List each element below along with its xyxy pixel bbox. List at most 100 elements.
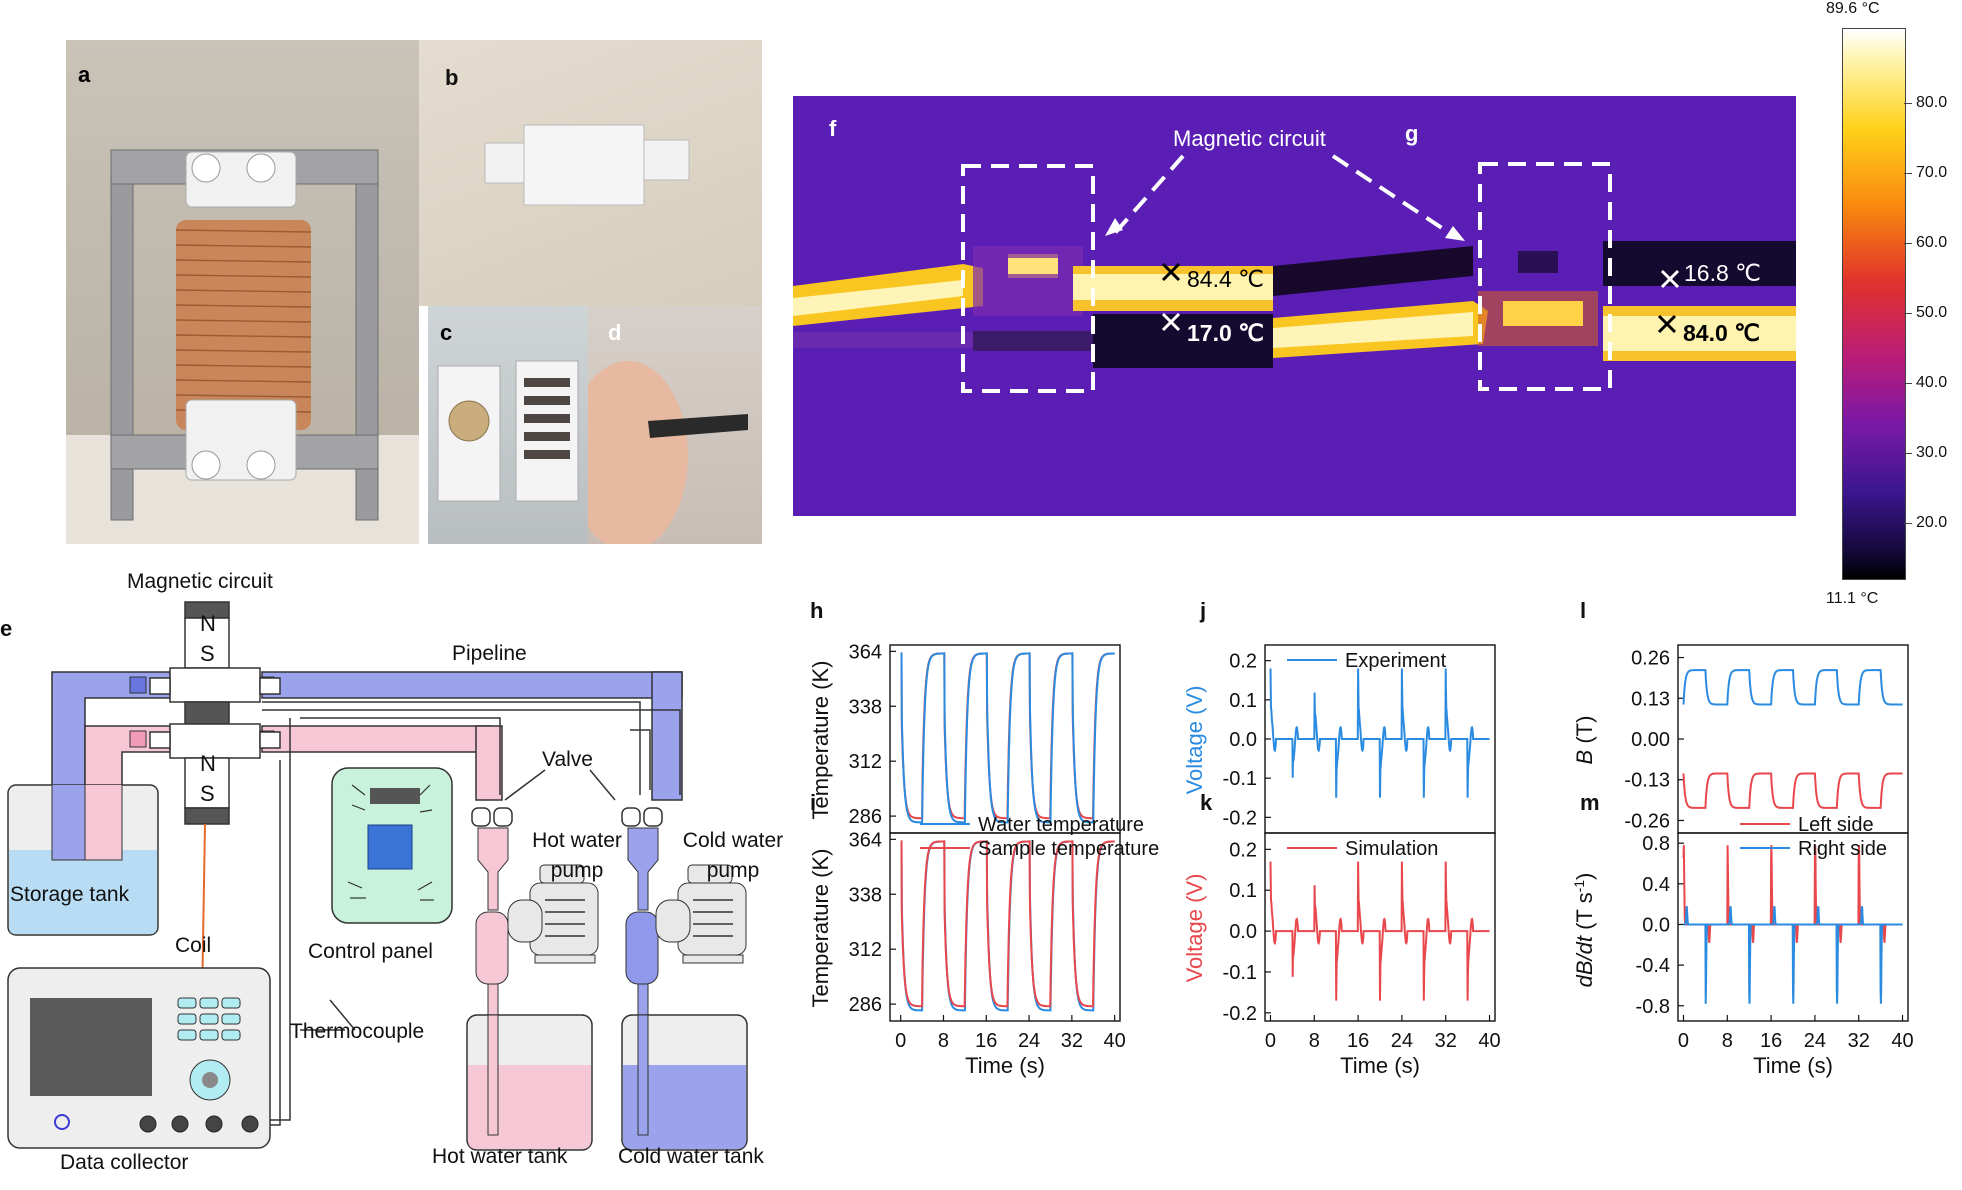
photo-a: a — [66, 40, 419, 544]
colorbar-tick: 60.0 — [1916, 234, 1948, 251]
cold-pump-housing — [625, 911, 659, 985]
legend-label-i: Sample temperature — [978, 838, 1159, 860]
hot-water-tank-label: Hot water tank — [432, 1145, 568, 1168]
coil-label: Coil — [175, 934, 212, 957]
thermal-g-illustration — [1273, 96, 1796, 516]
g-hot-temperature: 84.0 ℃ — [1683, 320, 1760, 346]
y-axis-label-l: B (T) — [1572, 716, 1597, 765]
y-tick-label-i: 364 — [849, 829, 882, 851]
x-tick-label-i: 16 — [975, 1030, 997, 1052]
x-axis-label-i: Time (s) — [965, 1053, 1045, 1078]
x-axis-label-m: Time (s) — [1753, 1053, 1833, 1078]
cold-water-tank-label: Cold water tank — [618, 1145, 764, 1168]
colorbar-tick: 30.0 — [1916, 444, 1948, 461]
y-tick-label-m: -0.4 — [1636, 955, 1670, 977]
thermal-overlay — [961, 154, 1680, 393]
sample-rod-illustration — [588, 361, 748, 544]
colorbar-tick: 80.0 — [1916, 94, 1948, 111]
magnetic-circuit-label: Magnetic circuit — [127, 570, 273, 593]
colorbar-tick: 50.0 — [1916, 304, 1948, 321]
y-tick-label-j: -0.2 — [1223, 807, 1257, 829]
x-tick-label-m: 32 — [1848, 1030, 1870, 1052]
y-tick-label-l: 0.00 — [1631, 729, 1670, 751]
colorbar-tick: 40.0 — [1916, 374, 1948, 391]
hot-pump-housing — [475, 911, 509, 985]
series-line-l-left — [1682, 772, 1903, 809]
x-tick-label-i: 40 — [1104, 1030, 1126, 1052]
x-tick-label-k: 24 — [1391, 1030, 1413, 1052]
panel-label-m: m — [1580, 790, 1600, 815]
thermal-image-g — [1273, 96, 1796, 516]
panel-label-d: d — [608, 320, 622, 345]
y-tick-label-l: 0.26 — [1631, 648, 1670, 670]
x-tick-label-m: 0 — [1678, 1030, 1689, 1052]
magnet-stack — [149, 601, 281, 825]
y-tick-label-k: -0.2 — [1223, 1003, 1257, 1025]
hot-water-pump-label: Hot water pump — [532, 829, 622, 882]
series-line-m-right — [1683, 906, 1903, 1004]
x-tick-label-i: 24 — [1018, 1030, 1040, 1052]
f-cold-temperature: 17.0 ℃ — [1187, 320, 1264, 346]
panel-label-j: j — [1199, 600, 1206, 623]
panel-label-h: h — [810, 600, 823, 623]
series-line-j — [1269, 668, 1490, 798]
x-tick-label-k: 8 — [1309, 1030, 1320, 1052]
y-tick-label-h: 286 — [849, 806, 882, 828]
x-tick-label-m: 16 — [1760, 1030, 1782, 1052]
y-axis-label-m: dB/dt (T s-1) — [1571, 873, 1597, 988]
y-tick-label-i: 338 — [849, 884, 882, 906]
y-tick-label-i: 312 — [849, 939, 882, 961]
y-tick-label-h: 364 — [849, 641, 882, 663]
series-line-l-right — [1682, 669, 1903, 706]
panel-label-i: i — [810, 790, 816, 815]
photo-b: b — [419, 40, 762, 306]
valve-label: Valve — [542, 748, 593, 771]
y-axis-label-h: Temperature (K) — [810, 661, 833, 820]
y-tick-label-k: 0.1 — [1229, 880, 1257, 902]
x-tick-label-i: 32 — [1061, 1030, 1083, 1052]
panel-label-g: g — [1405, 121, 1419, 146]
y-tick-label-h: 312 — [849, 751, 882, 773]
x-tick-label-k: 0 — [1265, 1030, 1276, 1052]
magnet-n-bottom: N — [200, 751, 216, 776]
arrow-to-g — [1331, 154, 1453, 236]
y-axis-label-k: Voltage (V) — [1182, 874, 1207, 983]
series-line-h-water — [900, 652, 1115, 824]
device-photo-illustration — [66, 149, 419, 544]
storage-water — [9, 850, 157, 934]
plot-frame-k — [1264, 832, 1496, 1022]
panel-label-f: f — [829, 116, 837, 141]
y-tick-label-h: 338 — [849, 696, 882, 718]
x-tick-label-m: 40 — [1891, 1030, 1913, 1052]
legend-label-k: Simulation — [1345, 838, 1438, 860]
arrow-to-f — [1113, 154, 1185, 235]
x-tick-label-i: 8 — [938, 1030, 949, 1052]
plot-frame-i — [889, 832, 1121, 1022]
magnet-n-top: N — [200, 611, 216, 636]
arrowhead-f — [1105, 218, 1123, 236]
panel-label-c: c — [440, 320, 453, 345]
y-tick-label-m: 0.8 — [1642, 833, 1670, 855]
colorbar-ticks: 80.0 70.0 60.0 50.0 40.0 30.0 20.0 — [1904, 28, 1962, 580]
photo-d: d — [588, 306, 762, 544]
panel-label-b: b — [445, 65, 459, 90]
cold-water-pump-label: Cold water pump — [682, 829, 784, 882]
magnetic-circuit-box-f — [961, 164, 1095, 393]
arrowhead-g — [1445, 226, 1465, 241]
colorbar-min-label: 11.1 °C — [1826, 590, 1879, 607]
valves — [471, 807, 663, 827]
y-tick-label-j: -0.1 — [1223, 768, 1257, 790]
y-tick-label-m: -0.8 — [1636, 996, 1670, 1018]
hot-water-pump — [507, 864, 599, 964]
system-schematic — [7, 601, 748, 1151]
y-tick-label-l: -0.26 — [1624, 810, 1670, 832]
x-tick-label-k: 32 — [1435, 1030, 1457, 1052]
data-collector-label: Data collector — [60, 1151, 189, 1174]
legend-label-m: Right side — [1798, 838, 1887, 860]
y-tick-label-i: 286 — [849, 994, 882, 1016]
g-cold-temperature: 16.8 ℃ — [1684, 260, 1761, 286]
magnet-s-bottom: S — [200, 781, 215, 806]
series-line-i-sample — [900, 840, 1115, 1008]
storage-tank-label: Storage tank — [10, 883, 130, 906]
x-axis-label-k: Time (s) — [1340, 1053, 1420, 1078]
